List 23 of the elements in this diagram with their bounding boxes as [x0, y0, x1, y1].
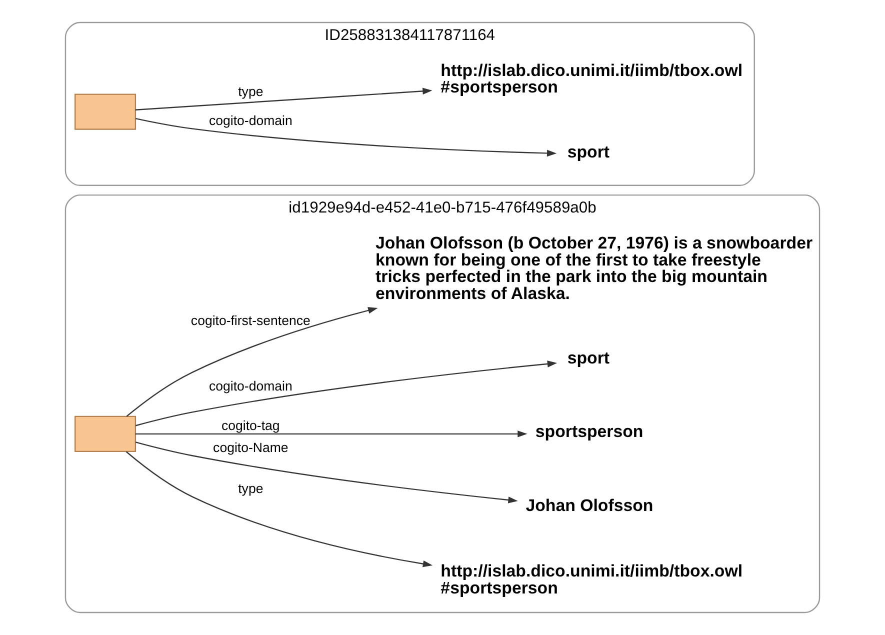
arrow [135, 360, 558, 426]
edge-label: cogito-tag [222, 418, 280, 434]
node-box [74, 94, 136, 130]
node-text: sportsperson [535, 422, 644, 442]
edge-label: cogito-domain [209, 112, 292, 128]
node-text: Johan Olofsson [526, 496, 654, 515]
arrow [126, 307, 378, 417]
edge-label: cogito-first-sentence [190, 313, 310, 328]
arrow [135, 88, 432, 110]
node-text: Johan Olofsson (b October 27, 1976) is a snowboarder known for being one of the first to take freestyle tricks perfected in the park into the big mountain environments of Alaska. [376, 233, 813, 304]
arrow [135, 442, 518, 504]
arrow [126, 451, 433, 568]
node-text: sport [567, 142, 610, 162]
edge-label: cogito-Name [213, 440, 288, 455]
edge-label: type [238, 480, 264, 496]
node-box [74, 416, 136, 452]
node-text: http://islab.dico.unimi.it/iimb/tbox.owl #sportsperson [440, 60, 743, 97]
arrow [136, 118, 557, 157]
node-text: http://islab.dico.unimi.it/iimb/tbox.owl #sportsperson [440, 562, 743, 598]
edge-label: cogito-domain [209, 378, 292, 394]
node-text: sport [567, 348, 610, 368]
arrow [135, 430, 528, 438]
edge-label: type [238, 84, 264, 99]
